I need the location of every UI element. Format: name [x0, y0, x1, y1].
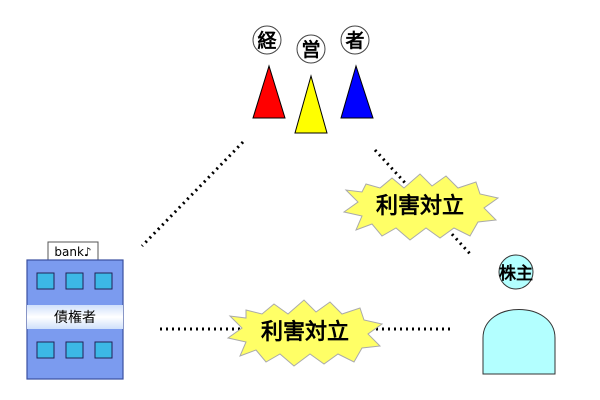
shareholder-label: 株主 — [499, 263, 533, 284]
conflict-label-right: 利害対立 — [376, 193, 464, 219]
bank-sign-text: bank♪ — [54, 245, 91, 259]
conflict-badge-bottom: 利害対立 — [226, 299, 384, 367]
conflict-badge-right: 利害対立 — [342, 173, 500, 241]
creditor-band — [27, 305, 123, 329]
building-window — [36, 341, 55, 359]
connector-manager-creditor — [140, 140, 245, 248]
building-window — [94, 341, 113, 359]
manager-figure-blue — [340, 64, 374, 119]
creditor-label: 債権者 — [54, 309, 96, 326]
manager-char-2: 営 — [301, 38, 320, 61]
manager-label-1: 経 — [252, 25, 282, 55]
starburst-right — [342, 173, 500, 241]
manager-circle-3 — [340, 25, 370, 55]
manager-circle-2 — [296, 34, 326, 64]
manager-label-3: 者 — [340, 25, 370, 55]
building-window — [36, 272, 55, 290]
conflict-label-bottom: 利害対立 — [261, 319, 349, 345]
building-window — [65, 272, 84, 290]
building-window — [94, 272, 113, 290]
shareholder-figure: 株主 — [482, 254, 556, 375]
shareholder-head — [498, 254, 534, 290]
manager-circle-1 — [252, 25, 282, 55]
manager-char-1: 経 — [257, 29, 277, 52]
shareholder-body — [482, 309, 556, 375]
manager-label-2: 営 — [296, 34, 326, 64]
manager-figure-red — [252, 64, 286, 119]
starburst-bottom — [226, 299, 384, 367]
manager-char-3: 者 — [345, 30, 364, 52]
manager-figure-yellow — [294, 74, 328, 134]
building-window — [65, 341, 84, 359]
creditor-building: bank♪ 債権者 — [26, 241, 124, 380]
